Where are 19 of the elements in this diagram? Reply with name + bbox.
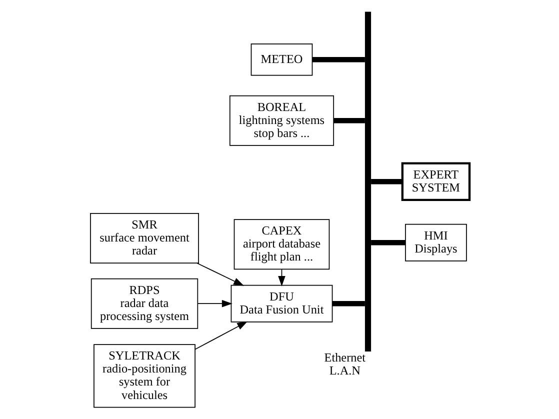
arrow	[196, 262, 244, 286]
node-box: DFU Data Fusion Unit	[230, 284, 332, 322]
node-box: HMI Displays	[404, 224, 466, 262]
connector	[370, 179, 402, 184]
connector	[312, 57, 364, 62]
node-label: Ethernet L.A.N	[324, 350, 366, 378]
node-box: CAPEX airport database flight plan ...	[233, 219, 330, 270]
node-box: METEO	[250, 44, 312, 76]
arrow	[194, 321, 248, 350]
node-box: EXPERT SYSTEM	[400, 162, 470, 201]
arrow	[196, 300, 232, 308]
connector	[332, 301, 364, 306]
connector	[333, 118, 364, 124]
connector	[370, 240, 405, 246]
node-box: BOREAL lightning systems stop bars ...	[228, 95, 334, 146]
node-box: SYLETRACK radio-positioning system for vehicules	[93, 344, 195, 408]
node-box: SMR surface movement radar	[90, 212, 198, 264]
node-box: RDPS radar data processing system	[90, 278, 198, 329]
node-bar	[364, 12, 371, 352]
